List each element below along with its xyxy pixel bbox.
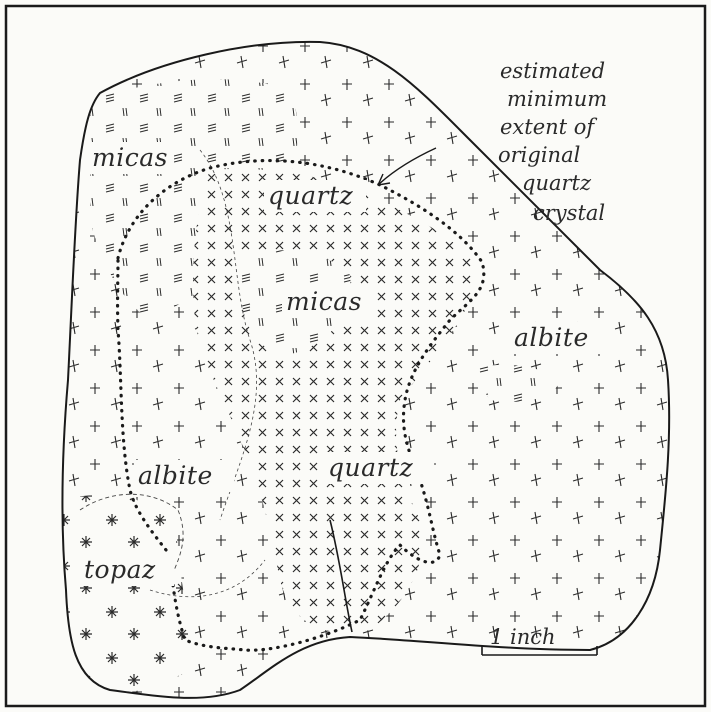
- label-micas-center: micas: [286, 287, 362, 316]
- label-quartz-upper: quartz: [268, 181, 354, 210]
- label-micas-upper: micas: [92, 143, 168, 172]
- annotation-line-4: original: [498, 143, 580, 167]
- label-quartz-lower: quartz: [328, 453, 414, 482]
- label-albite-left: albite: [138, 461, 213, 490]
- scale-bar-label: 1 inch: [490, 625, 556, 649]
- label-topaz: topaz: [84, 555, 156, 584]
- annotation-line-1: estimated: [500, 59, 605, 83]
- label-albite-right: albite: [514, 323, 589, 352]
- annotation-line-6: crystal: [533, 201, 605, 225]
- annotation-line-2: minimum: [507, 87, 607, 111]
- annotation-line-3: extent of: [500, 115, 597, 139]
- annotation-line-5: quartz: [522, 171, 592, 195]
